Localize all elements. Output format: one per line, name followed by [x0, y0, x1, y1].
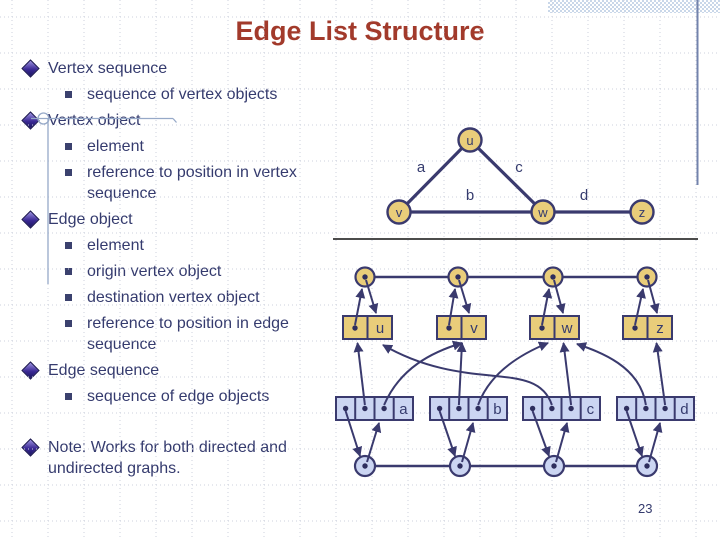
vertex-sequence — [354, 266, 658, 288]
edge-position-node — [448, 454, 472, 478]
top-checkered-band — [548, 0, 720, 13]
graph-vertex-labels: u v w z — [396, 133, 646, 220]
diamond-bullet-icon — [21, 361, 40, 380]
slide-title: Edge List Structure — [235, 16, 485, 46]
graph-vertices — [386, 127, 655, 225]
edge-object-a — [335, 396, 414, 421]
edge-label-c: c — [515, 159, 523, 176]
svg-text:z: z — [639, 205, 646, 220]
vertex-object-labels: u v w z — [376, 320, 664, 337]
graph-vertex-z — [629, 199, 655, 225]
diamond-bullet-icon — [21, 438, 40, 457]
graph-edge-labels: a b c d — [417, 159, 588, 204]
edge-object-b — [429, 396, 508, 421]
vertex-position-node — [542, 266, 564, 288]
vertex-object-w — [529, 315, 580, 340]
square-bullet-icon — [65, 393, 72, 400]
square-bullet-icon — [65, 143, 72, 150]
edge-position-node — [353, 454, 377, 478]
square-bullet-icon — [65, 294, 72, 301]
vertex-objects — [342, 315, 673, 340]
outline-item-edge-sequence: Edge sequence — [21, 360, 342, 381]
outline-list: Vertex sequence sequence of vertex objec… — [21, 58, 342, 484]
edge-position-node — [542, 454, 566, 478]
outline-subitem: reference to position in edge sequence — [22, 313, 342, 355]
edge-object-d — [616, 396, 695, 421]
svg-text:w: w — [561, 320, 573, 337]
svg-text:c: c — [587, 401, 595, 418]
edge-object-labels: a b c d — [399, 401, 688, 418]
outline-subitem: element — [22, 136, 342, 157]
square-bullet-icon — [65, 242, 72, 249]
outline-subitem: reference to position in vertex sequence — [22, 162, 342, 204]
svg-text:z: z — [656, 320, 664, 337]
edge-object-dots — [342, 405, 668, 412]
graph-edges — [397, 138, 642, 214]
svg-text:v: v — [396, 205, 403, 220]
outline-item-vertex-object: Vertex object — [21, 110, 342, 131]
edge-position-arrows — [344, 410, 663, 463]
outline-subitem: sequence of vertex objects — [22, 84, 342, 105]
svg-text:v: v — [470, 320, 478, 337]
graph-vertex-v — [386, 199, 412, 225]
edge-object-c — [522, 396, 601, 421]
vertex-position-node — [636, 266, 658, 288]
square-bullet-icon — [65, 169, 72, 176]
edge-label-a: a — [417, 159, 426, 176]
outline-item-edge-object: Edge object — [21, 209, 342, 230]
edge-sequence — [353, 454, 659, 478]
svg-text:u: u — [466, 133, 473, 148]
page-number: 23 — [638, 501, 653, 516]
edge-objects — [335, 396, 695, 421]
edge-position-node — [635, 454, 659, 478]
diamond-bullet-icon — [21, 210, 40, 229]
graph-vertex-u — [457, 127, 483, 153]
svg-text:u: u — [376, 320, 384, 337]
outline-subitem: destination vertex object — [22, 287, 342, 308]
vertex-object-z — [622, 315, 673, 340]
vertex-position-node — [447, 266, 469, 288]
vertex-position-arrows — [354, 279, 660, 326]
vertex-position-node — [354, 266, 376, 288]
vertex-object-u — [342, 315, 393, 340]
square-bullet-icon — [65, 91, 72, 98]
outline-subitem: element — [22, 235, 342, 256]
edge-label-d: d — [580, 187, 588, 204]
diamond-bullet-icon — [21, 111, 40, 130]
square-bullet-icon — [65, 268, 72, 275]
edge-label-b: b — [466, 187, 474, 204]
svg-text:a: a — [399, 401, 408, 418]
edge-to-vertex-arrows — [353, 340, 667, 406]
outline-item-note: Note: Works for both directed and undire… — [21, 437, 342, 479]
graph-vertex-w — [530, 199, 556, 225]
outline-subitem: origin vertex object — [22, 261, 342, 282]
diamond-bullet-icon — [21, 59, 40, 78]
svg-text:w: w — [537, 205, 548, 220]
outline-subitem: sequence of edge objects — [22, 386, 342, 407]
svg-text:d: d — [680, 401, 688, 418]
vertex-object-dots — [352, 325, 638, 331]
outline-item-vertex-sequence: Vertex sequence — [21, 58, 342, 79]
graph: a b c d u v w z — [386, 127, 655, 225]
svg-text:b: b — [493, 401, 501, 418]
vertex-object-v — [436, 315, 487, 340]
square-bullet-icon — [65, 320, 72, 327]
